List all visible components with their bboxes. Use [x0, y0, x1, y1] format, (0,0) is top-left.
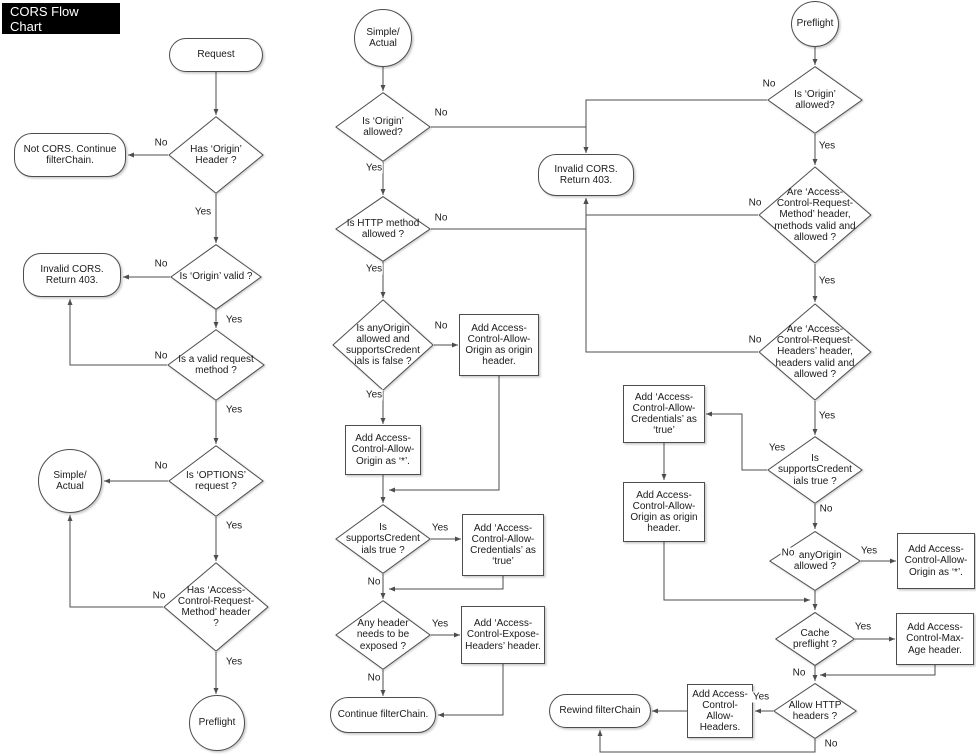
edge-label-no: No	[791, 667, 807, 679]
edge-label-no: No	[433, 320, 449, 332]
diamond-shape	[775, 612, 855, 666]
node-is-anyorigin-allowed: Is anyOrigin allowed ?	[769, 531, 861, 591]
edge-label-no: No	[153, 350, 169, 362]
node-is-origin-allowed-simple: Is ‘Origin’ allowed?	[335, 92, 431, 162]
node-add-max-age-header: Add Access- Control-Max- Age header.	[896, 613, 974, 665]
node-has-origin-header: Has ‘Origin’ Header ?	[168, 116, 264, 194]
node-acrh-valid-allowed: Are ‘Access- Control-Request- Headers’ h…	[758, 303, 872, 401]
edge-label-no: No	[747, 334, 763, 346]
edge-label-no: No	[747, 197, 763, 209]
node-is-http-method-allowed: Is HTTP method allowed ?	[335, 196, 431, 262]
edge-label-yes: Yes	[364, 162, 384, 174]
edge-label-yes: Yes	[817, 275, 837, 287]
edge-label-yes: Yes	[817, 410, 837, 422]
edge-label-yes: Yes	[853, 621, 873, 633]
edge-label-no: No	[153, 137, 169, 149]
diamond-shape	[773, 683, 857, 739]
node-rewind-filterchain: Rewind filterChain	[549, 694, 651, 728]
edge-label-yes: Yes	[224, 520, 244, 532]
node-add-credentials-preflight: Add ‘Access- Control-Allow- Credentials’…	[623, 385, 705, 443]
diamond-shape	[170, 244, 262, 310]
node-has-acrm-header: Has ‘Access- Control-Request- Method’ he…	[163, 562, 269, 652]
node-acrm-valid-allowed: Are ‘Access- Control-Request- Method’ he…	[758, 166, 872, 264]
edge-label-no: No	[151, 590, 167, 602]
node-add-origin-star-preflight: Add Access- Control-Allow- Origin as ‘*’…	[897, 533, 975, 589]
diamond-shape	[168, 116, 264, 194]
node-continue-filterchain: Continue filterChain.	[330, 697, 436, 733]
node-add-expose-headers: Add ‘Access- Control-Expose- Headers’ he…	[461, 606, 545, 664]
diamond-shape	[335, 504, 431, 574]
node-cache-preflight: Cache preflight ?	[775, 612, 855, 666]
diamond-shape	[163, 562, 269, 652]
edge-label-yes: Yes	[817, 140, 837, 152]
node-any-header-exposed: Any header needs to be exposed ?	[335, 600, 431, 670]
edge-label-no: No	[818, 503, 834, 515]
edge-label-no: No	[366, 672, 382, 684]
node-is-anyorigin-and-credentials-false: Is anyOrigin allowed and supportsCredent…	[332, 299, 434, 391]
edge-label-yes: Yes	[193, 206, 213, 218]
node-is-valid-request-method: Is a valid request method ?	[167, 329, 265, 401]
edge-label-no: No	[761, 78, 777, 90]
chart-title: CORS Flow Chart	[2, 3, 120, 34]
edge-label-no: No	[780, 547, 796, 559]
node-add-origin-star-simple: Add Access- Control-Allow- Origin as ‘*’…	[345, 425, 421, 475]
edge-label-no: No	[153, 460, 169, 472]
node-add-credentials-simple: Add ‘Access- Control-Allow- Credentials’…	[462, 514, 544, 576]
edge-label-yes: Yes	[859, 545, 879, 557]
diamond-shape	[335, 196, 431, 262]
node-preflight-terminal: Preflight	[189, 695, 245, 751]
node-simple-actual-start: Simple/ Actual	[354, 9, 412, 67]
edge-label-yes: Yes	[224, 314, 244, 326]
diamond-shape	[758, 166, 872, 264]
node-is-origin-allowed-preflight: Is ‘Origin’ allowed?	[767, 66, 863, 134]
edge-label-no: No	[823, 738, 839, 750]
node-is-supports-credentials-simple: Is supportsCredent ials true ?	[335, 504, 431, 574]
node-allow-http-headers: Allow HTTP headers ?	[773, 683, 857, 739]
diamond-shape	[167, 329, 265, 401]
diamond-shape	[335, 92, 431, 162]
edge-label-yes: Yes	[364, 389, 384, 401]
node-add-allow-headers: Add Access- Control- Allow- Headers.	[687, 684, 753, 738]
node-preflight-start: Preflight	[791, 1, 839, 47]
node-add-origin-header-simple: Add Access- Control-Allow- Origin as ori…	[459, 314, 539, 376]
diamond-shape	[767, 436, 863, 504]
node-is-supports-credentials-preflight: Is supportsCredent ials true ?	[767, 436, 863, 504]
node-simple-actual-terminal: Simple/ Actual	[38, 449, 102, 513]
edge-label-no: No	[433, 107, 449, 119]
diamond-shape	[168, 445, 264, 517]
edge-label-no: No	[366, 576, 382, 588]
edge-label-yes: Yes	[751, 691, 771, 703]
edge-label-yes: Yes	[767, 442, 787, 454]
edge-label-yes: Yes	[430, 618, 450, 630]
node-invalid-cors-2: Invalid CORS. Return 403.	[538, 154, 634, 196]
diamond-shape	[758, 303, 872, 401]
node-add-origin-header-preflight: Add Access- Control-Allow- Origin as ori…	[623, 482, 705, 542]
node-request: Request	[169, 38, 263, 72]
node-invalid-cors-1: Invalid CORS. Return 403.	[23, 253, 121, 297]
edge-label-no: No	[153, 258, 169, 270]
diamond-shape	[767, 66, 863, 134]
edge-label-yes: Yes	[224, 656, 244, 668]
edge-label-no: No	[433, 212, 449, 224]
edge-label-yes: Yes	[430, 522, 450, 534]
edge-label-yes: Yes	[224, 404, 244, 416]
node-is-options-request: Is ‘OPTIONS’ request ?	[168, 445, 264, 517]
node-not-cors: Not CORS. Continue filterChain.	[14, 133, 126, 177]
edge-label-yes: Yes	[364, 263, 384, 275]
diamond-shape	[335, 600, 431, 670]
node-is-origin-valid: Is ‘Origin’ valid ?	[170, 244, 262, 310]
